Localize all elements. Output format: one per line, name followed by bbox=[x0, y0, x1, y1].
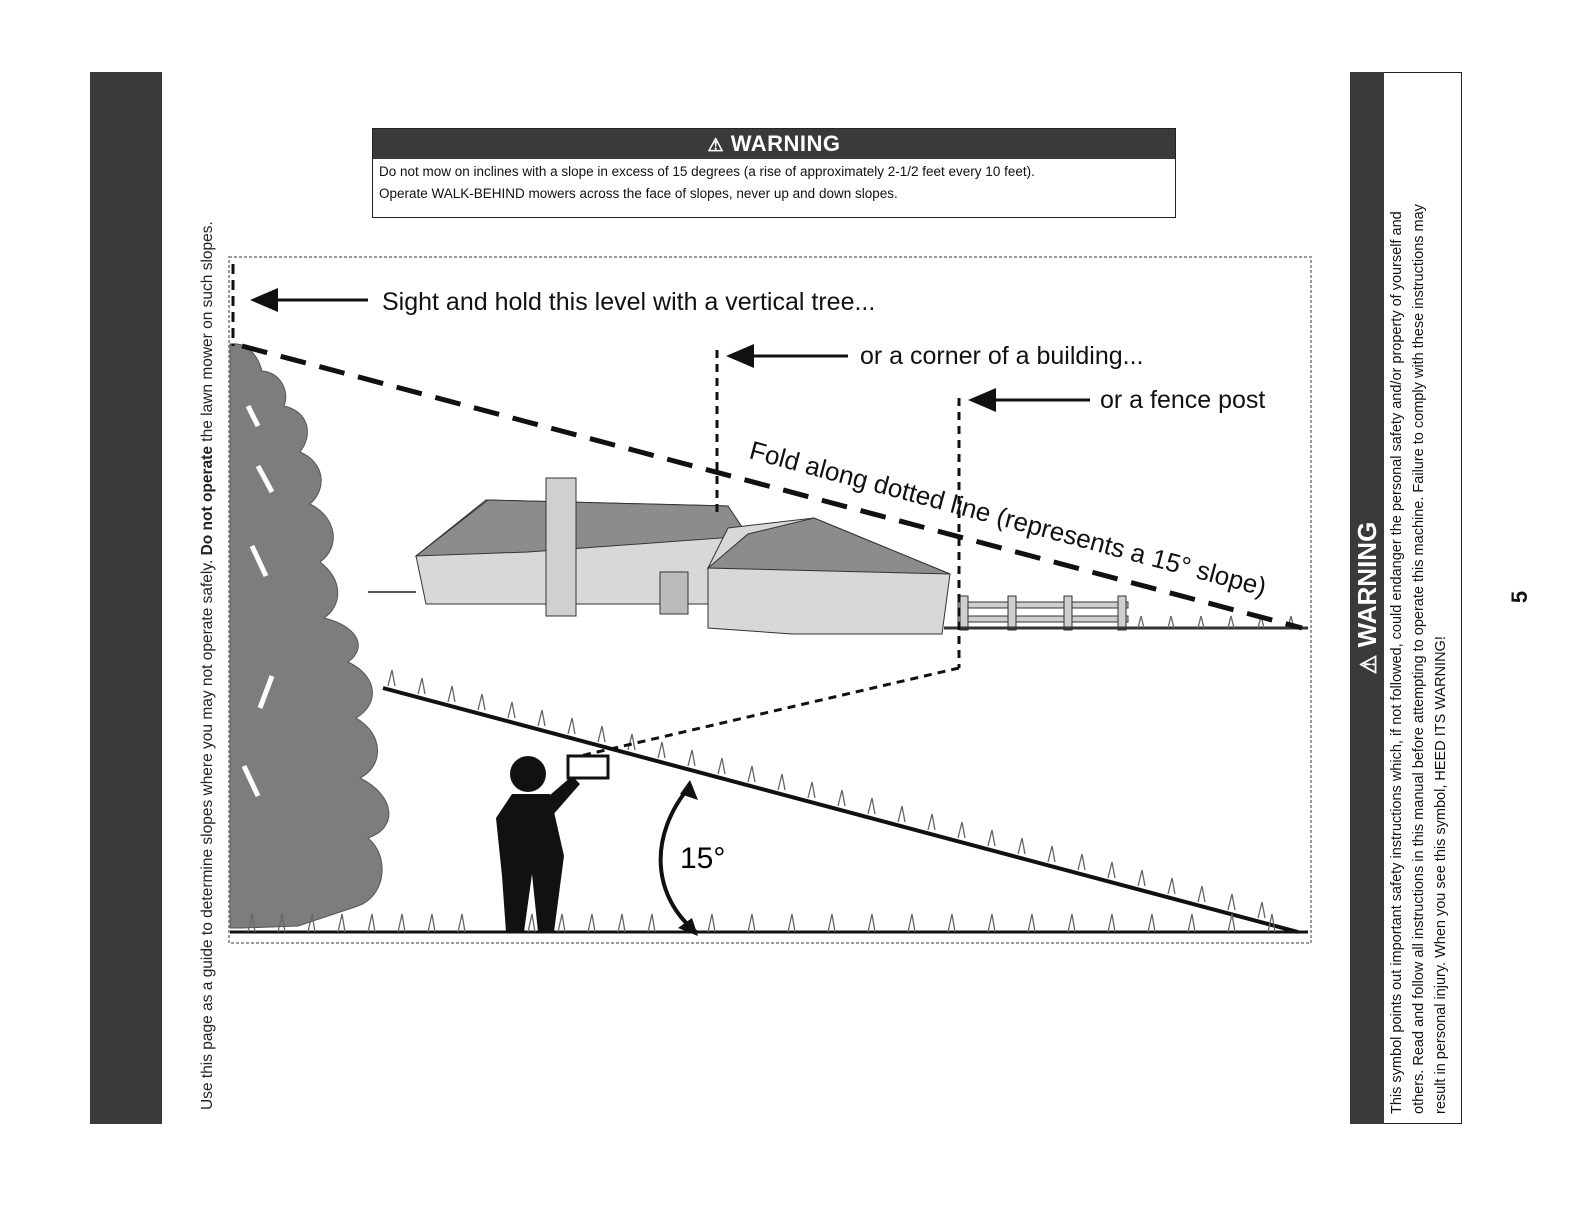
title-bar bbox=[90, 72, 162, 1124]
top-warning-line-2: Operate WALK-BEHIND mowers across the fa… bbox=[373, 185, 1175, 203]
right-warning-title: WARNING bbox=[1352, 522, 1382, 648]
page-title: SLOPE GUIDE bbox=[16, 194, 56, 966]
right-warning-line-3: result in personal injury. When you see … bbox=[1430, 84, 1452, 1114]
top-warning-box: ⚠ WARNING Do not mow on inclines with a … bbox=[372, 128, 1176, 218]
intro-text: Use this page as a guide to determine sl… bbox=[196, 250, 220, 1110]
label-fence: or a fence post bbox=[1100, 386, 1265, 414]
intro-text-start: Use this page as a guide to determine sl… bbox=[199, 560, 216, 1110]
right-warning-header: ⚠ WARNING bbox=[1350, 98, 1384, 1098]
top-warning-header: ⚠ WARNING bbox=[373, 129, 1175, 159]
right-warning-line-2: others. Read and follow all instructions… bbox=[1408, 84, 1430, 1114]
slope-illustration: 15° Sight and hold this level with a ver… bbox=[228, 256, 1312, 944]
top-warning-line-1: Do not mow on inclines with a slope in e… bbox=[373, 159, 1175, 185]
label-building: or a corner of a building... bbox=[860, 342, 1144, 370]
label-tree: Sight and hold this level with a vertica… bbox=[382, 288, 875, 316]
page-number: 5 bbox=[1505, 577, 1535, 617]
right-warning-line-1: This symbol points out important safety … bbox=[1386, 84, 1408, 1114]
warning-triangle-icon: ⚠ bbox=[1356, 655, 1381, 675]
angle-label: 15° bbox=[680, 842, 725, 875]
level-tool bbox=[568, 756, 608, 778]
intro-text-end: the lawn mower on such slopes. bbox=[199, 221, 216, 442]
warning-triangle-icon: ⚠ bbox=[707, 135, 724, 155]
intro-text-bold: Do not operate bbox=[199, 446, 216, 555]
top-warning-title: WARNING bbox=[731, 131, 841, 156]
